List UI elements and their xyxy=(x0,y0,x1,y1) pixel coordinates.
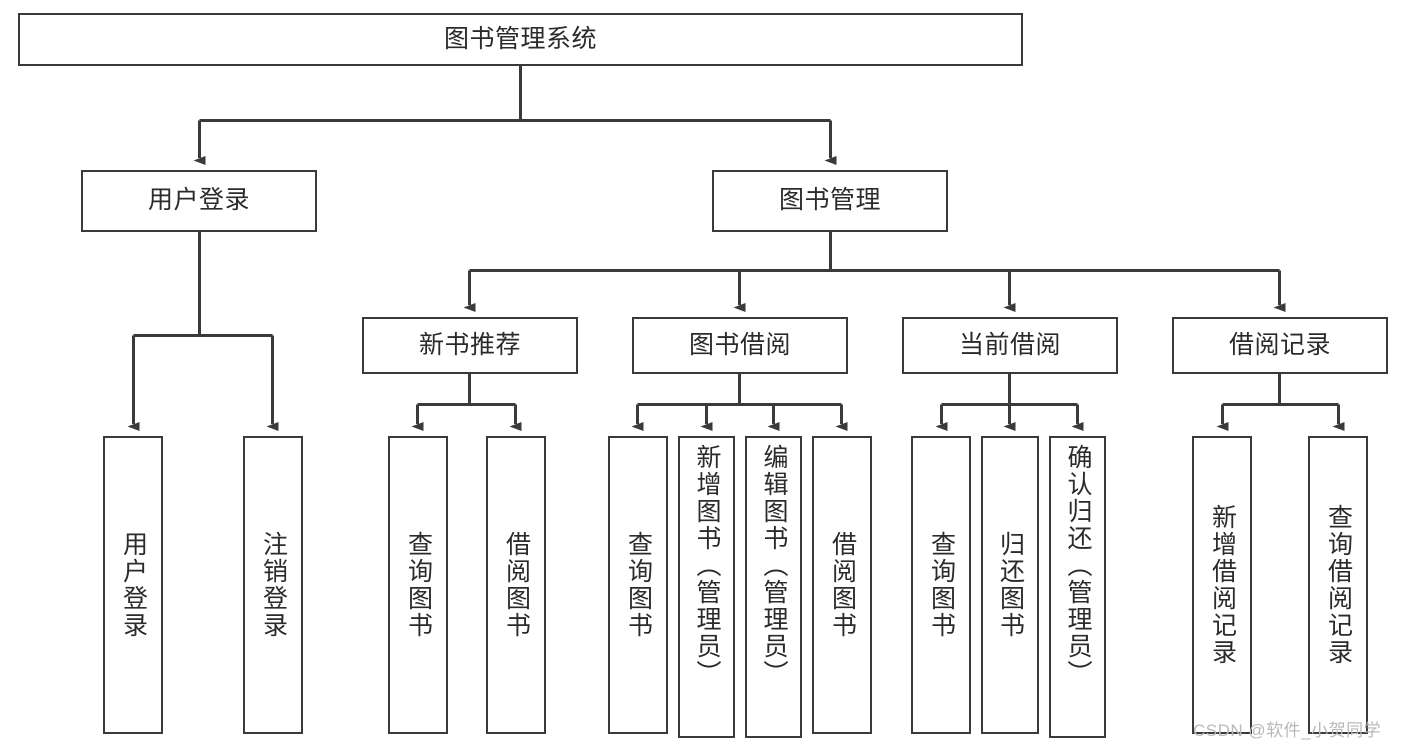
node-new-book-recommend[interactable]: 新书推荐 xyxy=(362,317,578,374)
node-label: 图书管理 xyxy=(778,186,881,215)
node-label: 新增借阅记录 xyxy=(1208,504,1237,666)
node-leaf-query-book-current[interactable]: 查询图书 xyxy=(911,436,971,734)
node-label: 新书推荐 xyxy=(418,330,521,359)
node-label: 查询借阅记录 xyxy=(1324,504,1353,666)
node-label: 当前借阅 xyxy=(958,330,1061,359)
node-book-management[interactable]: 图书管理 xyxy=(712,170,948,232)
node-label: 编辑图书（管理员） xyxy=(760,444,788,687)
node-leaf-borrow-book-borrow[interactable]: 借阅图书 xyxy=(812,436,872,734)
node-leaf-edit-book-admin[interactable]: 编辑图书（管理员） xyxy=(745,436,802,738)
node-label: 注销登录 xyxy=(259,531,288,639)
node-leaf-query-borrow-record[interactable]: 查询借阅记录 xyxy=(1308,436,1368,734)
node-root-book-management-system[interactable]: 图书管理系统 xyxy=(18,13,1023,66)
node-leaf-borrow-book-recommend[interactable]: 借阅图书 xyxy=(486,436,546,734)
csdn-watermark: CSDN @软件_小贺同学 xyxy=(1193,721,1382,740)
node-leaf-logout-login[interactable]: 注销登录 xyxy=(243,436,303,734)
node-label: 用户登录 xyxy=(119,531,148,639)
node-current-borrow[interactable]: 当前借阅 xyxy=(902,317,1118,374)
node-label: 归还图书 xyxy=(996,531,1025,639)
node-label: 借阅图书 xyxy=(502,531,531,639)
node-leaf-confirm-return-admin[interactable]: 确认归还（管理员） xyxy=(1049,436,1106,738)
node-label: 借阅图书 xyxy=(828,531,857,639)
node-leaf-return-book[interactable]: 归还图书 xyxy=(981,436,1039,734)
node-label: 查询图书 xyxy=(404,531,433,639)
node-book-borrow[interactable]: 图书借阅 xyxy=(632,317,848,374)
node-label: 新增图书（管理员） xyxy=(693,444,721,687)
node-leaf-add-borrow-record[interactable]: 新增借阅记录 xyxy=(1192,436,1252,734)
node-user-login[interactable]: 用户登录 xyxy=(81,170,317,232)
node-leaf-user-login[interactable]: 用户登录 xyxy=(103,436,163,734)
node-leaf-query-book-recommend[interactable]: 查询图书 xyxy=(388,436,448,734)
node-label: 确认归还（管理员） xyxy=(1064,444,1092,687)
node-leaf-add-book-admin[interactable]: 新增图书（管理员） xyxy=(678,436,735,738)
node-label: 用户登录 xyxy=(147,186,250,215)
node-label: 借阅记录 xyxy=(1228,330,1331,359)
node-label: 查询图书 xyxy=(624,531,653,639)
node-label: 查询图书 xyxy=(927,531,956,639)
node-borrow-record[interactable]: 借阅记录 xyxy=(1172,317,1388,374)
node-label: 图书管理系统 xyxy=(443,24,597,53)
node-label: 图书借阅 xyxy=(688,330,791,359)
node-leaf-query-book-borrow[interactable]: 查询图书 xyxy=(608,436,668,734)
